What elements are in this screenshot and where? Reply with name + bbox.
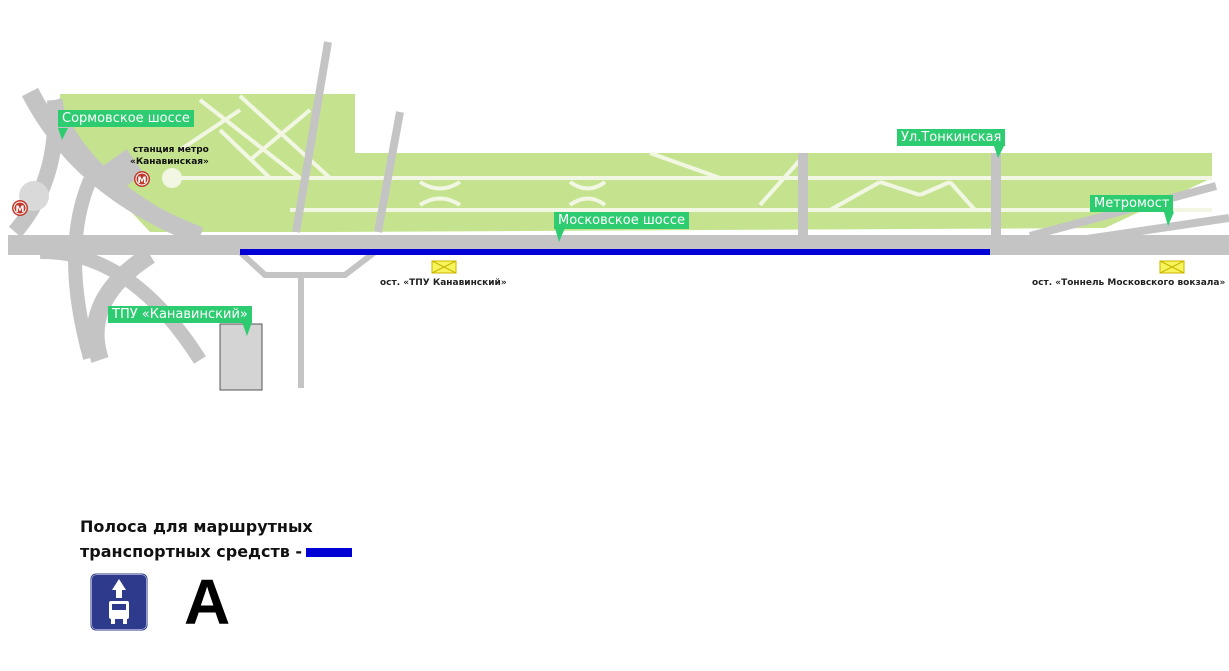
metro-caption-line1: станция метро — [132, 145, 209, 155]
label-moskovskoe: Московское шоссе — [554, 212, 690, 229]
tpu-building — [219, 323, 263, 391]
park-areas — [60, 94, 1212, 232]
metro-symbol-station: М — [134, 171, 150, 187]
legend: Полоса для маршрутных транспортных средс… — [80, 514, 353, 564]
stop-label-tunnel: ост. «Тоннель Московского вокзала» — [1032, 278, 1226, 288]
legend-line1: Полоса для маршрутных — [80, 517, 313, 536]
legend-letter: А — [184, 566, 231, 638]
metro-building — [102, 149, 144, 191]
bus-lane-sign-icon — [90, 573, 148, 631]
metro-station-caption: станция метро «Канавинская» — [130, 144, 209, 168]
road-fork-lower — [1079, 214, 1229, 244]
road-diagonal-1 — [292, 41, 332, 233]
park-area-west — [60, 94, 1212, 232]
legend-line2: транспортных средств - — [80, 542, 303, 561]
road-interchange-lower — [86, 247, 155, 363]
label-tonkinskaya: Ул.Тонкинская — [897, 129, 1006, 146]
metro-caption-line2: «Канавинская» — [130, 157, 209, 167]
stop-marker-kanavinsky — [431, 260, 457, 274]
metro-letter-2: М — [16, 205, 25, 215]
road-diagonal-2 — [374, 111, 404, 233]
road-service — [237, 249, 377, 278]
legend-lane-swatch — [306, 548, 353, 557]
metro-symbol-west: М — [12, 200, 28, 216]
roads — [8, 41, 1229, 388]
metro-letter-1: М — [138, 176, 147, 186]
road-loop — [68, 177, 97, 360]
label-tpu: ТПУ «Канавинский» — [108, 306, 252, 323]
stop-marker-tunnel — [1159, 260, 1185, 274]
road-curve — [39, 244, 206, 364]
label-sormovskoe: Сормовское шоссе — [58, 110, 194, 127]
legend-line2-row: транспортных средств - — [80, 539, 353, 564]
stop-label-kanavinsky: ост. «ТПУ Канавинский» — [380, 278, 507, 288]
label-metromost: Метромост — [1090, 195, 1174, 212]
park-paths — [162, 94, 1212, 212]
label-pointers — [58, 128, 1174, 336]
